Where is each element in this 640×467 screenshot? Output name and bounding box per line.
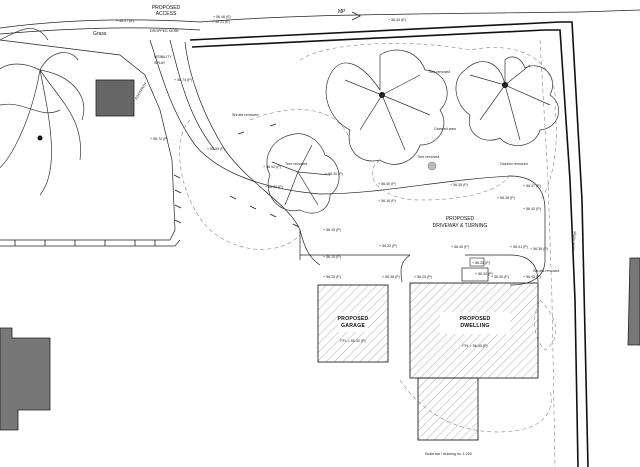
- label-footpath: FOOTPATH: [134, 82, 147, 101]
- spot-level-label: + 56.38 (P): [382, 275, 400, 279]
- label-tree-removed-3: Tree removed: [417, 155, 439, 159]
- proposed-extension-block: [417, 377, 479, 441]
- spot-level-label: + 56.21 (E): [212, 20, 230, 24]
- block-label-line: PROPOSED: [446, 216, 475, 222]
- spot-level-label: + 56.30 (P): [491, 275, 509, 279]
- spot-level-label: + 56.90 (P): [207, 147, 225, 151]
- spot-level-label: + 56.25 (P): [323, 275, 341, 279]
- spot-level-label: + 56.22 (P): [379, 244, 397, 248]
- label-gazebo-removed: Gazebo removed: [500, 162, 528, 166]
- spot-level-label: + 56.38 (P): [497, 196, 515, 200]
- spot-level-label: + 56.16 (P): [378, 199, 396, 203]
- spot-level-label: + 56.37 (P): [523, 184, 541, 188]
- spot-level-label: + 56.40 (P): [378, 182, 396, 186]
- label-shrubs-removed-1: Shrubs removed: [232, 113, 258, 117]
- spot-levels: + 56.27 (E) + 56.46 (E)+ 56.21 (E) + 56.43…: [116, 15, 548, 279]
- tree-canopy-small: [266, 133, 340, 214]
- block-label-line: PROPOSED: [337, 316, 368, 322]
- label-grass: Grass: [93, 31, 107, 37]
- spot-level-label: + 56.40 (P): [451, 245, 469, 249]
- spot-level-label: + 56.10 (P): [323, 255, 341, 259]
- spot-level-label: + 56.42 (P): [475, 272, 493, 276]
- neighbour-house-west: [0, 327, 51, 431]
- spot-level-label: + 56.28 (P): [472, 261, 490, 265]
- neighbour-outbuilding: [95, 79, 135, 117]
- porch-step: [461, 267, 489, 282]
- spot-level-label: + 56.27 (E): [116, 19, 134, 23]
- fence-ticks: [14, 123, 300, 246]
- spot-level-label: + 56.42 (P): [523, 207, 541, 211]
- label-mp: MP: [338, 9, 346, 15]
- proposed-dwelling: [409, 282, 539, 379]
- label-dropped-kerb: DROPPED KERB: [150, 29, 179, 33]
- tree-canopy-east: [455, 56, 560, 146]
- spot-level-label: + 56.30 (P): [325, 172, 343, 176]
- tree-canopy-west: [0, 28, 84, 196]
- label-garage-ffl: FFL = 56.30 (P): [340, 339, 365, 343]
- spot-level-label: + 56.92 (P): [263, 165, 281, 169]
- block-label-line: DWELLING: [460, 323, 489, 329]
- block-label-line: GARAGE: [341, 323, 365, 329]
- access-curve: [149, 39, 546, 286]
- site-boundary: [539, 21, 589, 467]
- spot-level-label: + 56.15 (P): [323, 228, 341, 232]
- spot-level-label: + 56.74 (P): [174, 78, 192, 82]
- spot-level-label: + 56.43 (E): [388, 18, 406, 22]
- road-edge-lines: [0, 9, 640, 48]
- label-scale-note: Scale bar / drawing no. 1:200: [425, 452, 472, 456]
- label-shrubs-removed-2: Shrubs removed: [533, 269, 559, 273]
- block-label-line: PROPOSED: [459, 316, 490, 322]
- spot-level-label: + 56.20 (P): [414, 275, 432, 279]
- label-hedge: Laurel hedge: [571, 231, 577, 252]
- spot-level-label: + 56.72 (P): [150, 137, 168, 141]
- spot-level-label: + 56.46 (E): [213, 15, 231, 19]
- neighbour-plot-west: [0, 39, 181, 431]
- label-grassed-area: Grassed area: [434, 127, 456, 131]
- label-tree-removed-1: Tree removed: [285, 162, 307, 166]
- spot-level-label: + 56.45 (P): [523, 275, 541, 279]
- spot-level-label: + 56.80 (P): [265, 185, 283, 189]
- spot-level-label: + 56.41 (P): [510, 245, 528, 249]
- block-label-line: DRIVEWAY & TURNING: [433, 223, 488, 229]
- spot-level-label: + 56.36 (P): [530, 247, 548, 251]
- spot-level-label: + 56.35 (P): [450, 183, 468, 187]
- label-tree-removed-2: Tree removed: [428, 70, 450, 74]
- label-dwelling-ffl: FFL = 56.40 (P): [462, 344, 487, 348]
- north-direction-arrow-icon: [351, 11, 361, 21]
- neighbour-house-east: [627, 257, 640, 346]
- tree-canopy-center: [325, 49, 448, 165]
- tree-stump-marker: [427, 161, 437, 171]
